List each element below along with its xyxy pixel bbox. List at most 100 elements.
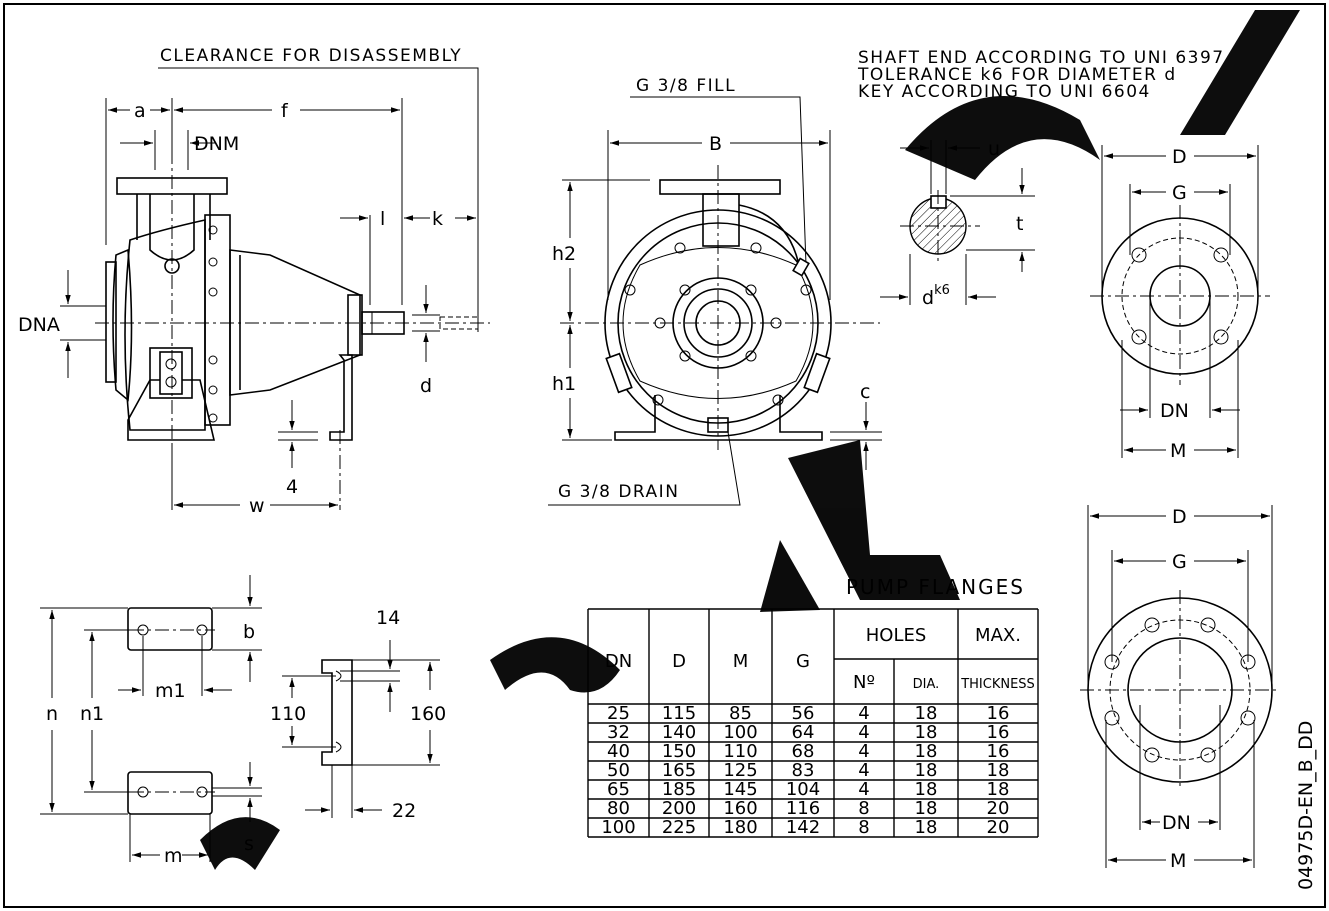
table-header-m: M (733, 651, 749, 672)
table-cell: 20 (987, 817, 1010, 838)
flange-top-M: M (1170, 440, 1186, 462)
dim-h2: h2 (552, 243, 576, 265)
dim-l: l (380, 208, 385, 230)
table-cell: 68 (792, 741, 815, 762)
table-cell: 4 (858, 760, 869, 781)
dim-4: 4 (286, 476, 298, 498)
shaft-note-3: KEY ACCORDING TO UNI 6604 (858, 82, 1151, 102)
dim-dnm: DNM (194, 133, 239, 155)
pump-side-view: CLEARANCE FOR DISASSEMBLY a f DNM (18, 46, 490, 517)
table-header-dia: DIA. (913, 677, 940, 692)
table-cell: 85 (729, 703, 752, 724)
table-cell: 56 (792, 703, 815, 724)
dim-m1: m1 (155, 680, 186, 702)
table-header-g: G (796, 651, 810, 672)
dim-c: c (860, 381, 870, 403)
table-cell: 18 (915, 760, 938, 781)
dim-14: 14 (376, 607, 400, 629)
flange-bottom-G: G (1172, 551, 1187, 573)
flange-bottom-DN: DN (1162, 812, 1191, 834)
flange-bottom-D: D (1172, 506, 1187, 528)
support-foot-detail: 14 160 110 22 (270, 607, 446, 822)
table-cell: 142 (786, 817, 820, 838)
dim-n: n (46, 703, 58, 725)
table-cell: 32 (607, 722, 630, 743)
shaft-note-2: TOLERANCE k6 FOR DIAMETER d (857, 65, 1177, 85)
table-cell: 115 (662, 703, 696, 724)
doc-code: 04975D-EN_B_DD (1295, 721, 1317, 890)
table-cell: 185 (662, 779, 696, 800)
table-header-d: D (672, 651, 686, 672)
table-cell: 4 (858, 779, 869, 800)
table-cell: 50 (607, 760, 630, 781)
shaft-end-detail: SHAFT END ACCORDING TO UNI 6397 TOLERANC… (857, 48, 1225, 309)
flange-8-holes: D G DN M (1080, 505, 1280, 872)
dim-160: 160 (410, 703, 446, 725)
table-cell: 225 (662, 817, 696, 838)
table-cell: 4 (858, 703, 869, 724)
dim-n1: n1 (80, 703, 104, 725)
table-header-thickness: THICKNESS (960, 677, 1035, 692)
table-cell: 65 (607, 779, 630, 800)
table-cell: 125 (723, 760, 757, 781)
dim-110: 110 (270, 703, 306, 725)
shaft-note-1: SHAFT END ACCORDING TO UNI 6397 (858, 48, 1225, 68)
table-cell: 8 (858, 798, 869, 819)
table-cell: 116 (786, 798, 820, 819)
flange-bottom-M: M (1170, 850, 1186, 872)
watermark (200, 10, 1300, 870)
dim-m: m (164, 845, 183, 867)
table-header-max: MAX. (975, 625, 1021, 646)
table-cell: 16 (987, 703, 1010, 724)
flange-top-D: D (1172, 146, 1187, 168)
table-cell: 100 (601, 817, 635, 838)
table-cell: 180 (723, 817, 757, 838)
table-cell: 110 (723, 741, 757, 762)
table-cell: 150 (662, 741, 696, 762)
flange-top-G: G (1172, 182, 1187, 204)
table-cell: 18 (915, 798, 938, 819)
dim-dk6: dk6 (922, 283, 950, 309)
dim-b: b (243, 621, 255, 643)
table-cell: 200 (662, 798, 696, 819)
dim-B: B (709, 133, 722, 155)
table-header-no: Nº (853, 672, 875, 693)
fill-note: G 3/8 FILL (636, 76, 736, 96)
flange-4-holes: D G DN M (1090, 145, 1270, 462)
table-cell: 16 (987, 722, 1010, 743)
table-cell: 80 (607, 798, 630, 819)
table-header-holes: HOLES (866, 625, 927, 646)
table-cell: 100 (723, 722, 757, 743)
dim-f: f (281, 100, 289, 122)
dim-t: t (1016, 213, 1023, 235)
table-cell: 4 (858, 722, 869, 743)
table-cell: 140 (662, 722, 696, 743)
table-cell: 18 (915, 817, 938, 838)
flange-top-DN: DN (1160, 400, 1189, 422)
pump-front-view: G 3/8 FILL B (548, 76, 882, 506)
drain-note: G 3/8 DRAIN (558, 482, 679, 502)
dim-a: a (134, 100, 146, 122)
table-cell: 4 (858, 741, 869, 762)
table-cell: 64 (792, 722, 815, 743)
table-cell: 83 (792, 760, 815, 781)
table-cell: 16 (987, 741, 1010, 762)
table-cell: 160 (723, 798, 757, 819)
table-cell: 18 (915, 741, 938, 762)
table-cell: 18 (915, 722, 938, 743)
dim-h1: h1 (552, 373, 576, 395)
table-cell: 104 (786, 779, 820, 800)
table-cell: 40 (607, 741, 630, 762)
table-cell: 18 (987, 760, 1010, 781)
dim-w: w (249, 495, 265, 517)
table-cell: 18 (915, 779, 938, 800)
table-cell: 8 (858, 817, 869, 838)
table-cell: 18 (915, 703, 938, 724)
table-cell: 25 (607, 703, 630, 724)
dim-22: 22 (392, 800, 416, 822)
dim-d: d (420, 375, 432, 397)
table-cell: 20 (987, 798, 1010, 819)
clearance-note: CLEARANCE FOR DISASSEMBLY (160, 46, 462, 66)
dim-dna: DNA (18, 314, 60, 336)
